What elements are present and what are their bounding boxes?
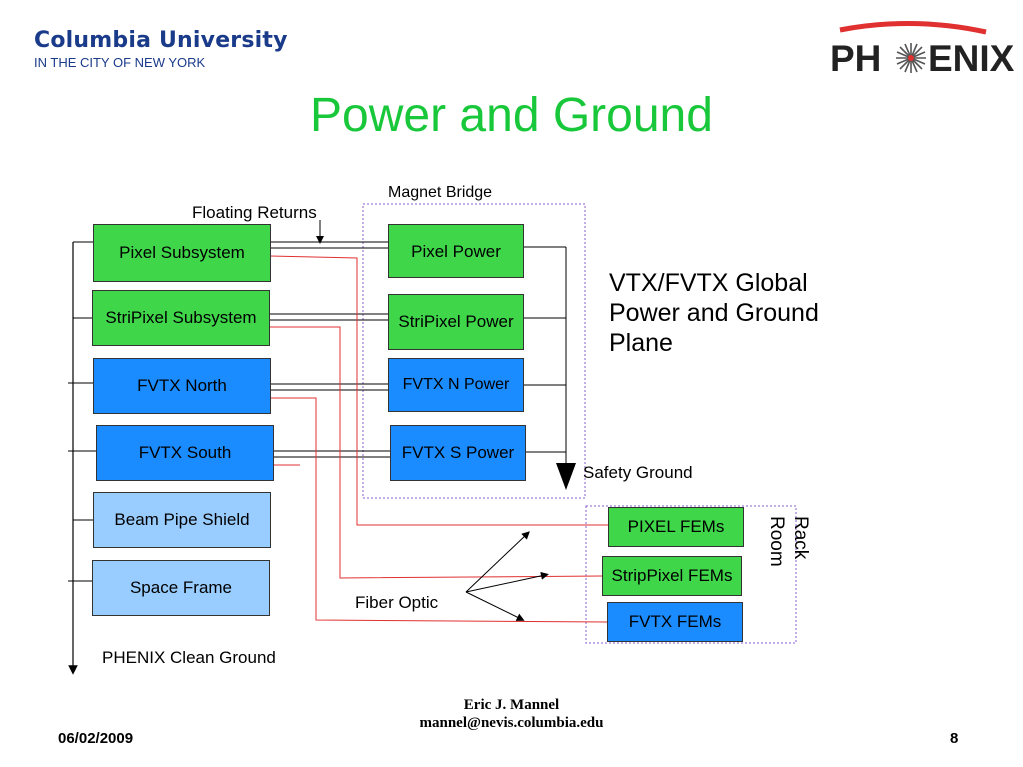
fvtx-s-power-box: FVTX S Power (390, 425, 526, 481)
pixel-fems-box: PIXEL FEMs (608, 507, 744, 547)
space-frame-box: Space Frame (92, 560, 270, 616)
footer-date: 06/02/2009 (58, 730, 134, 747)
safety-ground-label: Safety Ground (583, 463, 693, 482)
pixel-subsystem-box: Pixel Subsystem (93, 224, 271, 282)
logo-text-left: PH (830, 38, 882, 79)
university-name: Columbia University (34, 28, 288, 53)
power-lines (270, 220, 390, 458)
clean-ground-label: PHENIX Clean Ground (102, 648, 276, 667)
safety-ground-bus (524, 246, 567, 470)
fvtx-fems-box: FVTX FEMs (607, 602, 743, 642)
phenix-logo: PH ENIX (828, 18, 1014, 79)
fvtx-north-box: FVTX North (93, 358, 271, 414)
star-burst-icon (896, 43, 926, 73)
university-subtitle: IN THE CITY OF NEW YORK (34, 55, 206, 70)
fiber-optic-label: Fiber Optic (355, 593, 439, 612)
page-number: 8 (950, 730, 959, 747)
pixel-power-box: Pixel Power (388, 224, 524, 278)
floating-returns-label: Floating Returns (192, 203, 317, 222)
signal-lines (269, 255, 609, 623)
fvtx-n-power-box: FVTX N Power (388, 358, 524, 412)
footer-author: Eric J. Mannel mannel@nevis.columbia.edu (419, 697, 604, 731)
stripixel-subsystem-box: StriPixel Subsystem (92, 290, 270, 346)
magnet-bridge-frame (362, 203, 586, 499)
safety-ground-arrow-icon (556, 463, 576, 490)
strippixel-fems-box: StripPixel FEMs (602, 556, 742, 596)
fvtx-south-box: FVTX South (96, 425, 274, 481)
magnet-bridge-label: Magnet Bridge (388, 184, 493, 201)
slide-title: Power and Ground (310, 89, 713, 142)
logo-text-right: ENIX (928, 38, 1015, 79)
rack-room-frame (585, 505, 797, 644)
stripixel-power-box: StriPixel Power (388, 294, 524, 350)
rack-room-label: Rack Room (766, 516, 811, 567)
logo-arc (839, 20, 987, 35)
fiber-optic-arrows (465, 531, 549, 621)
clean-ground-taps (68, 241, 96, 582)
vtx-plane-label: VTX/FVTX Global Power and Ground Plane (609, 269, 819, 357)
beam-pipe-shield-box: Beam Pipe Shield (93, 492, 271, 548)
